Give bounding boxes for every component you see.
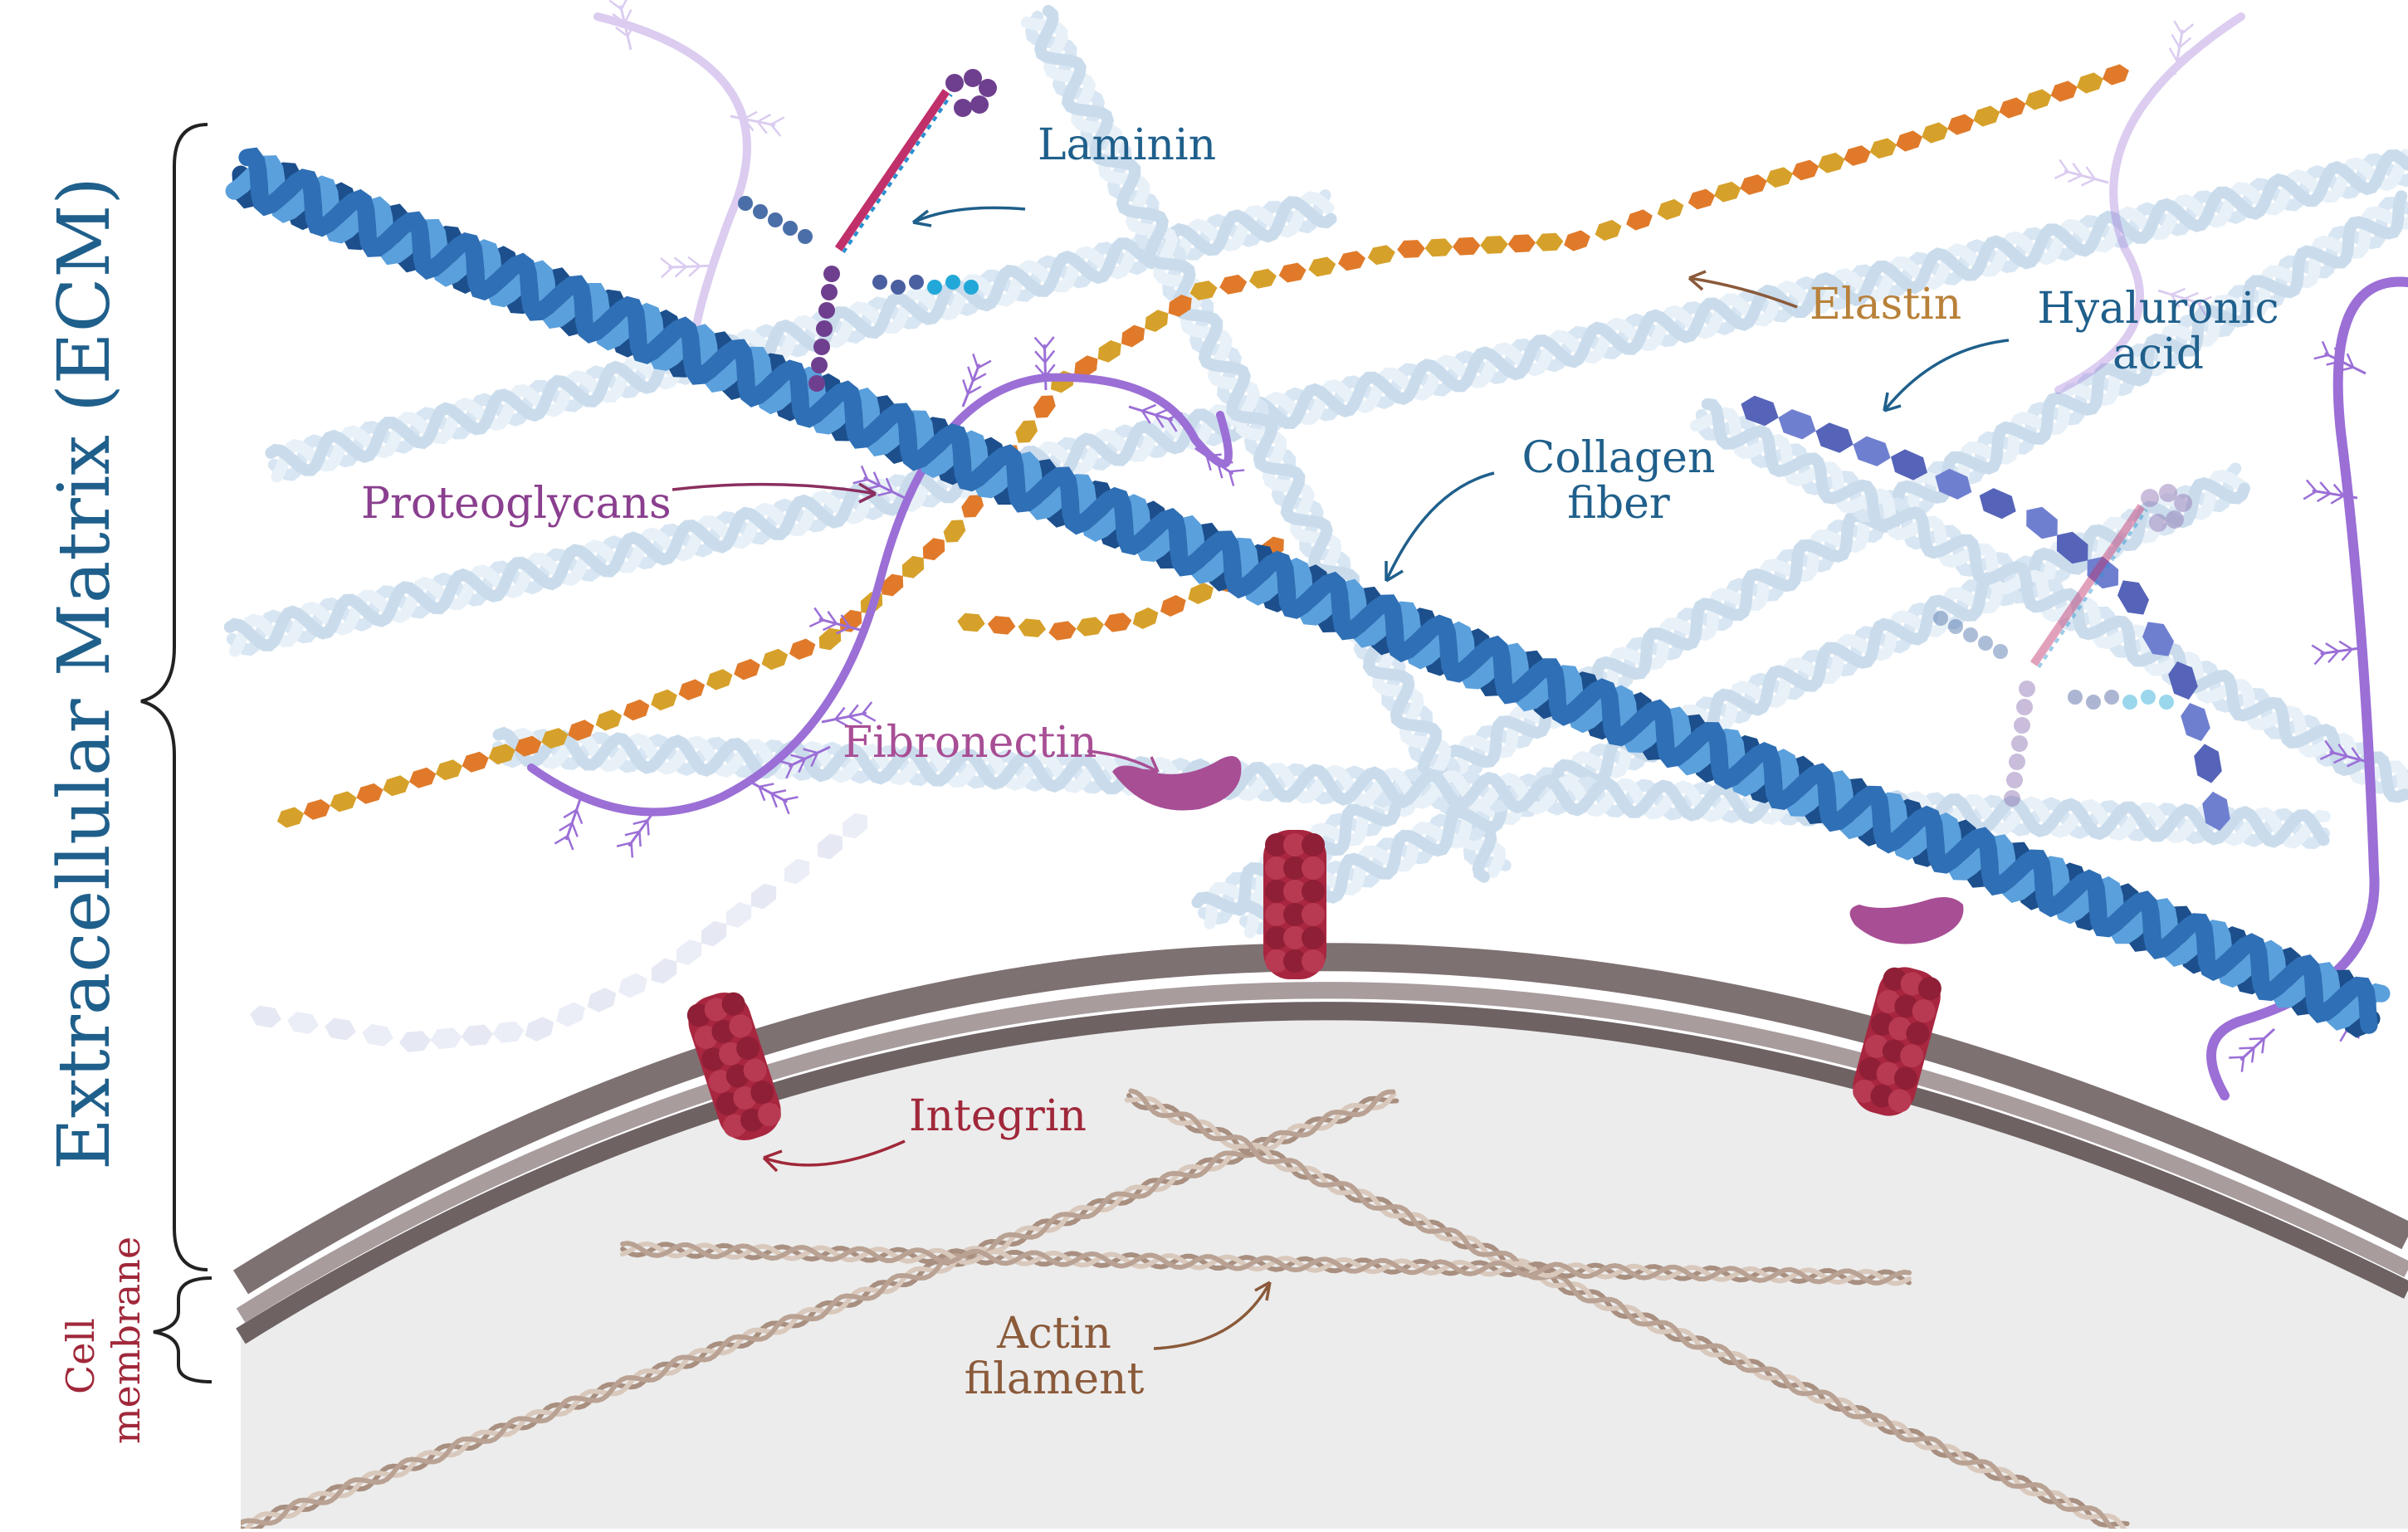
- laminin-molecule-icon: [1933, 484, 2192, 807]
- label-actin-line1: Actin: [997, 1309, 1111, 1359]
- background-collagen-fibers: [223, 4, 2408, 939]
- laminin-molecule-icon: [738, 69, 997, 392]
- membrane-brace: [153, 1276, 212, 1383]
- ecm-title: Extracellular Matrix (ECM): [43, 177, 126, 1170]
- fibronectin-blob-icon: [1849, 897, 1964, 944]
- proteoglycan-strand: [527, 276, 2408, 1100]
- fibronectin-blob-icon: [1112, 756, 1242, 811]
- cell-body: [241, 1014, 2408, 1529]
- integrin-proteins: [686, 830, 1942, 1141]
- label-hyaluronic-acid: Hyaluronic acid: [2009, 286, 2308, 377]
- label-laminin: Laminin: [1038, 120, 1217, 170]
- label-proteoglycans: Proteoglycans: [361, 479, 672, 529]
- ecm-brace: [140, 123, 208, 1271]
- label-collagen-line1: Collagen: [1521, 433, 1716, 483]
- hyaluronic-acid-chain: [1741, 395, 2230, 832]
- elastin-chain: [276, 64, 2129, 828]
- label-elastin: Elastin: [1810, 280, 1962, 329]
- label-hyaluronic-line1: Hyaluronic: [2037, 284, 2279, 334]
- label-collagen-line2: fiber: [1567, 478, 1670, 529]
- label-fibronectin: Fibronectin: [843, 718, 1097, 768]
- annotation-arrows: [672, 206, 2010, 1350]
- label-actin-filament: Actin filament: [946, 1311, 1162, 1402]
- label-integrin: Integrin: [909, 1091, 1087, 1141]
- label-hyaluronic-line2: acid: [2112, 329, 2205, 379]
- membrane-label-line2: membrane: [104, 1236, 149, 1444]
- actin-filaments: [241, 1088, 2130, 1529]
- membrane-label-line1: Cell: [58, 1318, 103, 1394]
- label-actin-line2: filament: [964, 1354, 1145, 1404]
- collagen-fiber-main: [225, 147, 2391, 1038]
- faded-elastin-chain: [250, 812, 868, 1052]
- label-collagen-fiber: Collagen fiber: [1494, 436, 1743, 526]
